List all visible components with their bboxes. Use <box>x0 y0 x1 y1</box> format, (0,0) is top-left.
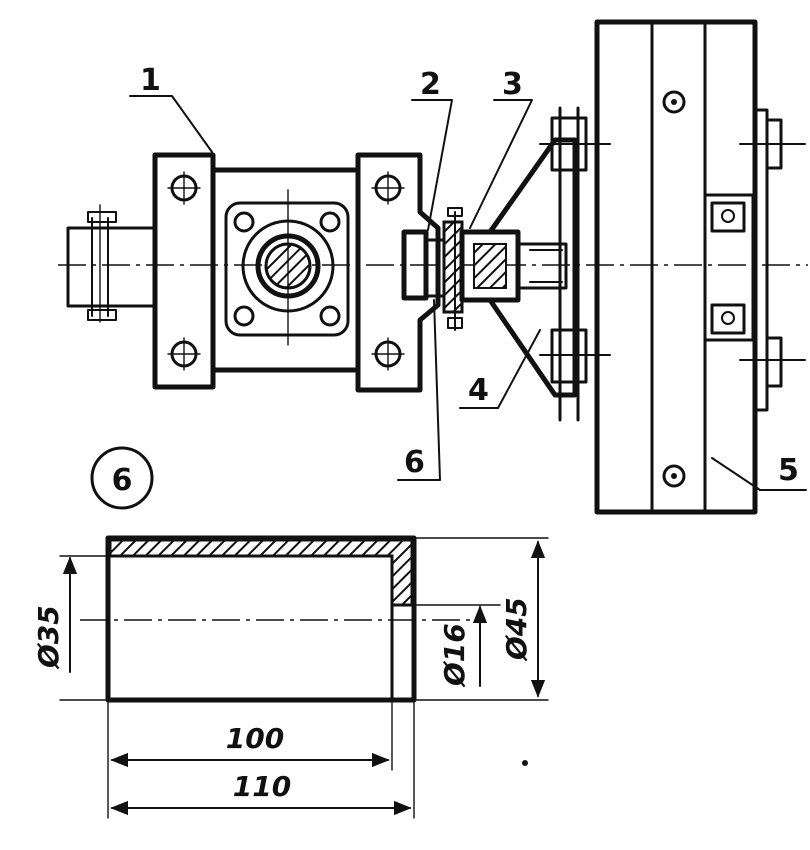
dim-len110: 110 <box>233 770 291 803</box>
part-label-4: 4 <box>468 373 489 408</box>
tapered-hub <box>487 106 611 422</box>
gearbox-body <box>210 167 361 373</box>
sleeve-wall-section <box>108 538 414 607</box>
detail-6: 6 Ø35 Ø16 Ø45 100 110 <box>32 446 549 819</box>
coupling-assembly <box>401 207 568 331</box>
dim-dia45: Ø45 <box>500 597 533 662</box>
wheel-rim <box>594 19 806 515</box>
ink-speck <box>522 760 528 766</box>
part-label-3: 3 <box>502 67 523 102</box>
left-flange <box>152 152 216 390</box>
sleeve-outline <box>105 535 417 703</box>
part-label-6: 6 <box>404 445 425 480</box>
part-label-2: 2 <box>420 67 441 102</box>
part-label-1: 1 <box>140 63 161 98</box>
detail-callout-label: 6 <box>112 463 133 498</box>
dim-dia35: Ø35 <box>32 605 65 670</box>
dim-len100: 100 <box>226 722 284 755</box>
dim-dia16: Ø16 <box>438 623 471 688</box>
assembly-view: 1 2 3 4 6 5 <box>58 19 808 515</box>
left-shaft <box>66 204 158 323</box>
part-leaders: 1 2 3 4 6 5 <box>129 63 807 491</box>
part-label-5: 5 <box>778 453 799 488</box>
detail-callout-circle <box>90 446 154 510</box>
right-flange <box>355 152 441 393</box>
